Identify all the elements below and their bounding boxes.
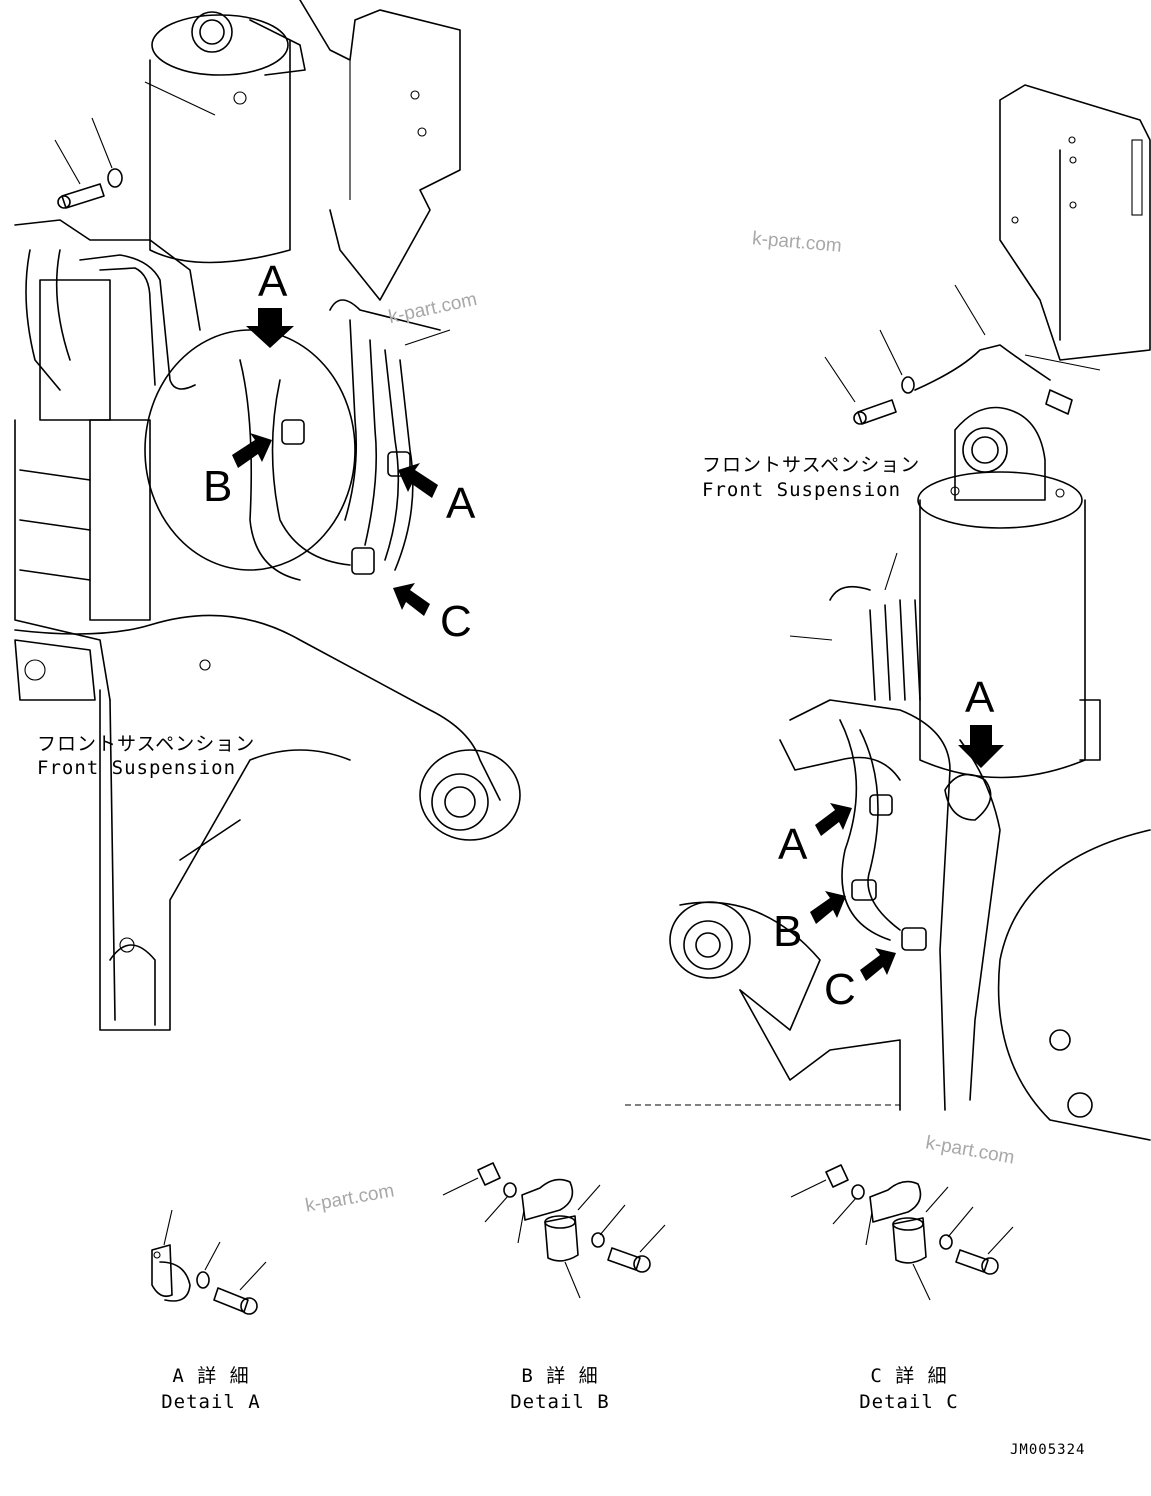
- left-piping-block: [14, 219, 201, 701]
- left-axle-housing: [14, 614, 521, 1031]
- callout-c-right: C: [824, 965, 856, 1014]
- detail-c-title-en: Detail C: [859, 1391, 959, 1413]
- right-bolt-and-washer: [824, 284, 1101, 425]
- callout-b-right: B: [773, 907, 803, 956]
- detail-c-clamp: [790, 1164, 1014, 1301]
- callout-a-left-right: A: [446, 479, 476, 528]
- detail-b-title-en: Detail B: [510, 1391, 610, 1413]
- right-arrows: [810, 725, 1004, 981]
- right-caption-jp: フロントサスペンション: [702, 454, 921, 476]
- callout-b-left: B: [203, 462, 233, 511]
- right-hose-harness: [779, 552, 1001, 1111]
- left-suspension-cylinder: [149, 11, 306, 264]
- callout-a-left-top: A: [258, 257, 288, 306]
- callout-a-right-left: A: [778, 820, 808, 869]
- detail-b-clamp: [442, 1162, 666, 1299]
- right-axle-housing: [625, 699, 1151, 1141]
- left-frame-bracket: [299, 0, 461, 301]
- left-hose-harness: [144, 81, 451, 581]
- left-arrows: [232, 308, 438, 616]
- detail-a-clamp: [151, 1209, 267, 1315]
- left-bolt-and-washer: [54, 117, 123, 209]
- left-caption-jp: フロントサスペンション: [37, 733, 256, 755]
- left-caption-en: Front Suspension: [37, 757, 237, 779]
- right-mounting-bracket: [999, 84, 1151, 361]
- detail-c-title-jp: C 詳 細: [870, 1365, 948, 1387]
- detail-a-title-en: Detail A: [161, 1391, 261, 1413]
- right-caption-en: Front Suspension: [702, 479, 902, 501]
- callout-a-right-top: A: [965, 673, 995, 722]
- detail-a-title-jp: A 詳 細: [172, 1365, 250, 1387]
- drawing-code: JM005324: [1010, 1442, 1086, 1458]
- callout-c-left: C: [440, 597, 472, 646]
- detail-b-title-jp: B 詳 細: [521, 1365, 599, 1387]
- right-suspension-cylinder: [917, 389, 1086, 779]
